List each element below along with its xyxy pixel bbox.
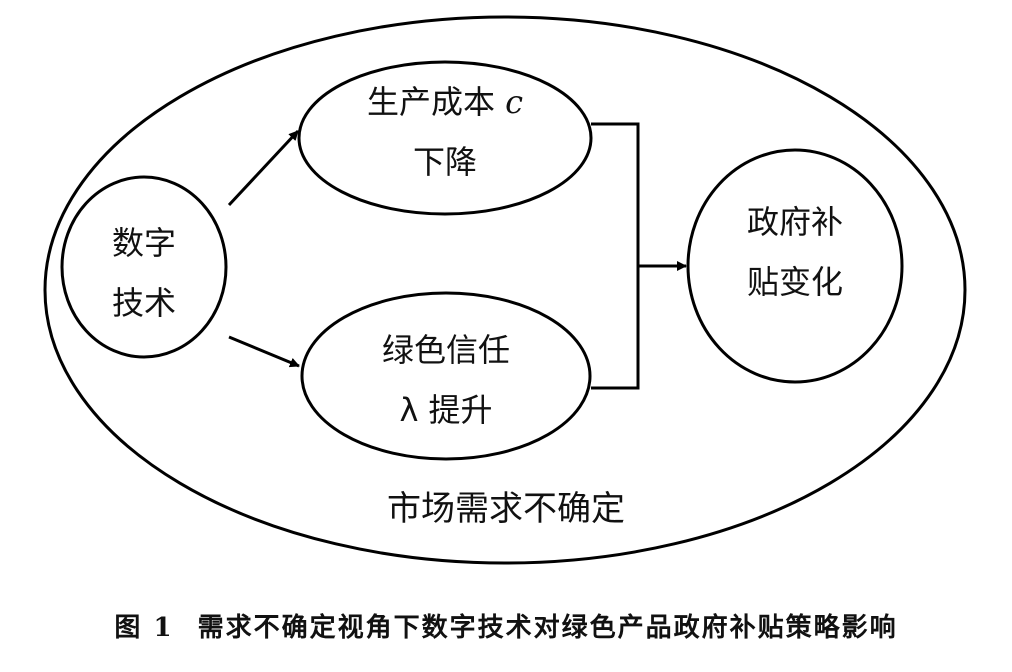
digital-tech-line1: 数字 [111, 224, 176, 262]
trust-label: 绿色信任 λ 提升 [346, 320, 546, 440]
trust-line1: 绿色信任 [381, 331, 510, 369]
subsidy-node [686, 148, 904, 384]
subsidy-label: 政府补 贴变化 [725, 192, 865, 312]
trust-line2-text: 提升 [418, 391, 493, 429]
outer-ellipse [43, 15, 967, 565]
trust-line2: λ 提升 [346, 380, 546, 440]
cost-line1-text: 生产成本 [366, 83, 506, 121]
digital-tech-node [60, 175, 228, 359]
arrow-digital-to-cost [227, 129, 300, 207]
cost-node [297, 60, 593, 216]
diagram-canvas [43, 15, 967, 565]
digital-tech-label: 数字 技术 [94, 213, 194, 333]
trust-node [300, 291, 592, 461]
figure-caption: 图 1 需求不确定视角下数字技术对绿色产品政府补贴策略影响 [0, 608, 1012, 648]
trust-symbol: λ [399, 391, 419, 429]
cost-line1: 生产成本 c [345, 72, 545, 132]
cost-line2: 下降 [412, 143, 477, 181]
figure-caption-text: 需求不确定视角下数字技术对绿色产品政府补贴策略影响 [197, 613, 898, 643]
digital-tech-line2: 技术 [111, 284, 176, 322]
cost-symbol: c [505, 83, 524, 121]
cost-label: 生产成本 c 下降 [345, 72, 545, 192]
market-uncertainty-label: 市场需求不确定 [387, 489, 625, 529]
connector-cost-to-subsidy [591, 122, 640, 390]
subsidy-line2: 贴变化 [746, 263, 843, 301]
arrow-digital-to-trust [228, 335, 300, 368]
subsidy-line1: 政府补 [746, 203, 843, 241]
figure-number: 图 1 [114, 613, 174, 643]
